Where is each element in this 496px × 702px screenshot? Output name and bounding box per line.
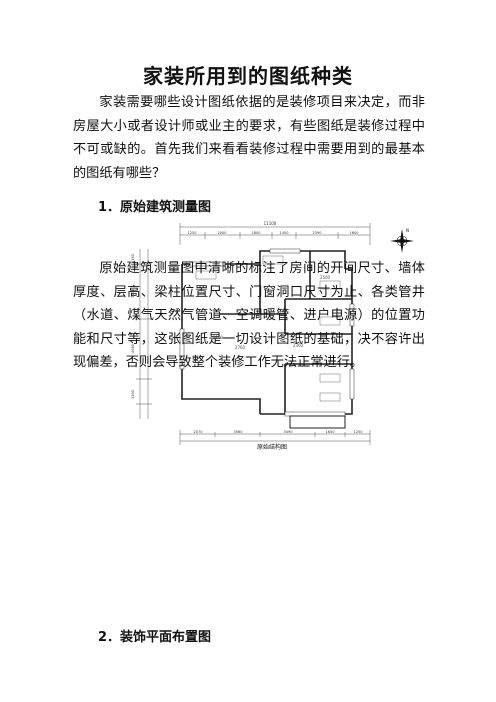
left-dim-1: 1160 [131, 254, 135, 263]
bottom-dim-2: 3060 [234, 430, 243, 434]
bottom-dim-5: 1250 [354, 430, 363, 434]
section-heading-original-survey: 1．原始建筑测量图 [98, 200, 212, 215]
section1-body-paragraph: 原始建筑测量图中清晰的标注了房间的开间尺寸、墙体厚度、层高、梁柱位置尺寸、门窗洞… [73, 261, 425, 370]
compass-north-label: N [406, 228, 409, 233]
left-dim-3: 4080 [131, 344, 135, 353]
compass-icon: N [390, 228, 414, 253]
intro-paragraph: 家装需要哪些设计图纸依据的是装修项目来决定，而非房屋大小或者设计师或业主的要求，… [73, 95, 425, 181]
top-dim-6: 1600 [350, 231, 359, 235]
floor-plan-caption: 原始结构图 [257, 443, 287, 451]
section-heading-decoration-layout: 2．装饰平面布置图 [98, 630, 212, 645]
bottom-dim-3: 3490 [284, 430, 293, 434]
original-structure-floor-plan: 11100 1250 2000 1800 1400 2390 1600 1160… [131, 221, 414, 451]
top-dim-4: 1400 [280, 231, 289, 235]
top-dim-2: 2000 [218, 231, 227, 235]
left-dim-4: 1300 [131, 390, 135, 399]
top-dim-5: 2390 [313, 231, 322, 235]
top-dim-1: 1250 [188, 231, 197, 235]
room-label-3: 2100 [213, 335, 224, 340]
document-title: 家装所用到的图纸种类 [143, 64, 353, 88]
room-label-2: 2760 [235, 345, 246, 350]
bottom-dim-4: 1650 [326, 430, 335, 434]
bottom-dim-1: 2070 [194, 430, 203, 434]
room-label-1: 2500 [320, 275, 331, 280]
top-dim-3: 1800 [252, 231, 261, 235]
overall-width-dimension: 11100 [264, 221, 277, 226]
left-dim-2: 3170 [131, 289, 135, 298]
room-label-4: 2360 [293, 343, 304, 348]
